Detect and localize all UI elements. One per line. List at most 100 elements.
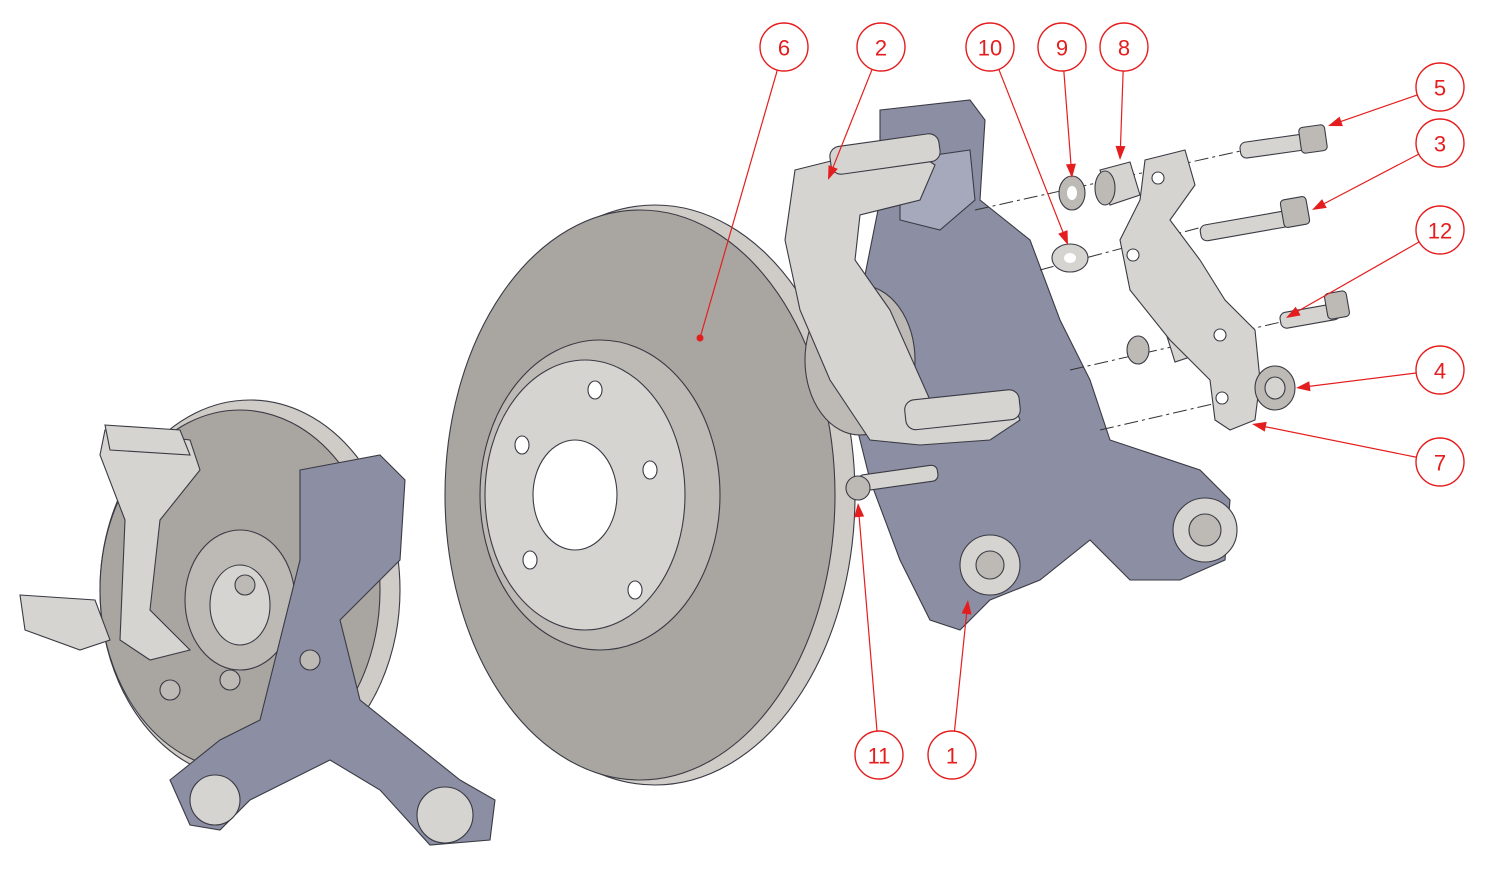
caliper-bracket-pin-lower [904,389,1021,431]
arrowhead-4 [1296,381,1311,392]
arrowhead-3 [1312,199,1327,210]
assembled-lower-bushing [189,774,241,826]
assembled-bolt-c [219,669,241,691]
plate-hole [1151,171,1165,185]
callout-number-10: 10 [978,36,1002,61]
arrowhead-7 [1252,421,1267,432]
knuckle-lower-bushing-core [975,550,1005,580]
bolt-3-head [1279,196,1311,228]
callout-7: 7 [1252,421,1465,487]
callout-4: 4 [1296,345,1465,395]
rotor-lug-hole [522,550,538,570]
callout-bubble-10 [965,22,1015,72]
assembled-bolt-d [159,679,181,701]
bolt-11-head [845,475,871,501]
callout-5: 5 [1328,62,1465,127]
callout-8: 8 [1099,22,1149,160]
rotor-lug-hole [642,460,658,480]
brake-rotor [444,204,856,786]
knuckle-rear-bushing-core [1188,513,1222,547]
bolt-12-head [1323,290,1351,320]
leader-line-4 [1305,372,1417,388]
callout-bubble-9 [1037,22,1087,72]
callout-bubble-7 [1415,437,1465,487]
arrowhead-8 [1115,145,1126,160]
washer-lower [1126,335,1150,365]
plate-hole [1213,328,1227,342]
assembled-bracket-arm-lower [19,594,111,651]
rotor-lug-hole [514,435,530,455]
arrowhead-1 [961,600,972,615]
leader-line-3 [1320,153,1420,206]
callout-3: 3 [1312,118,1465,210]
assembled-bolt-a [234,574,256,596]
callout-number-6: 6 [778,36,790,61]
nut-4-face [1264,376,1286,400]
callout-bubble-8 [1099,22,1149,72]
callout-number-1: 1 [946,744,958,769]
callout-number-2: 2 [875,36,887,61]
callout-number-12: 12 [1428,219,1452,244]
callout-6: 6 [696,22,809,342]
arrowhead-2 [828,165,838,180]
assembled-tie-rod-bushing [416,786,474,844]
callout-number-5: 5 [1434,76,1446,101]
callout-10: 10 [965,22,1068,245]
caliper-bracket-pin-upper [829,133,941,175]
arrowhead-11 [854,503,865,518]
plate-hole [1126,248,1140,262]
leader-line-1 [953,609,968,732]
callout-bubble-2 [856,22,906,72]
spacer-8-face [1094,170,1116,206]
leader-line-8 [1119,70,1124,151]
callout-number-3: 3 [1434,132,1446,157]
callout-number-7: 7 [1434,451,1446,476]
leader-line-10 [998,69,1065,236]
adapter-plate-7 [1119,149,1261,431]
leader-line-2 [831,69,873,171]
callout-number-9: 9 [1056,36,1068,61]
leader-dot-6 [696,334,704,342]
washer-10-hole [1064,253,1076,263]
arrowhead-9 [1065,163,1076,178]
steering-knuckle [849,99,1231,631]
rotor-lug-hole [587,380,603,400]
callout-2: 2 [828,22,906,180]
knuckle-assembly [784,99,1238,631]
bolt-3 [1199,210,1291,242]
plate-hole [1215,391,1229,405]
callout-1: 1 [927,600,977,780]
callout-number-11: 11 [868,744,891,769]
arrowhead-12 [1286,306,1301,318]
callout-bubble-5 [1415,62,1465,112]
callout-bubble-11 [854,730,904,780]
assembled-brake-unit [19,399,496,846]
callout-bubble-1 [927,730,977,780]
assembled-caliper-bracket [99,429,201,661]
washer-9-hole [1067,186,1077,200]
callout-bubble-4 [1415,345,1465,395]
callout-number-4: 4 [1434,359,1446,384]
leader-line-11 [858,512,878,732]
rotor-lug-hole [627,580,643,600]
assembled-knuckle [169,454,496,846]
hardware-stack [974,124,1351,431]
callout-9: 9 [1037,22,1087,178]
leader-line-6 [699,69,778,339]
callout-11: 11 [854,503,904,780]
rotor-center-bore [532,439,618,551]
callout-bubble-12 [1415,205,1465,255]
arrowhead-5 [1328,116,1343,127]
leader-line-5 [1337,94,1418,124]
callout-bubble-3 [1415,118,1465,168]
leader-line-7 [1261,425,1417,458]
axis-line-bottom [1099,399,1231,431]
arrowhead-10 [1058,230,1068,245]
assembled-bracket-arm-upper [104,424,191,456]
leader-line-9 [1063,70,1072,169]
bolt-5-head [1298,124,1328,154]
assembled-bolt-b [299,649,321,671]
callout-number-8: 8 [1118,36,1130,61]
